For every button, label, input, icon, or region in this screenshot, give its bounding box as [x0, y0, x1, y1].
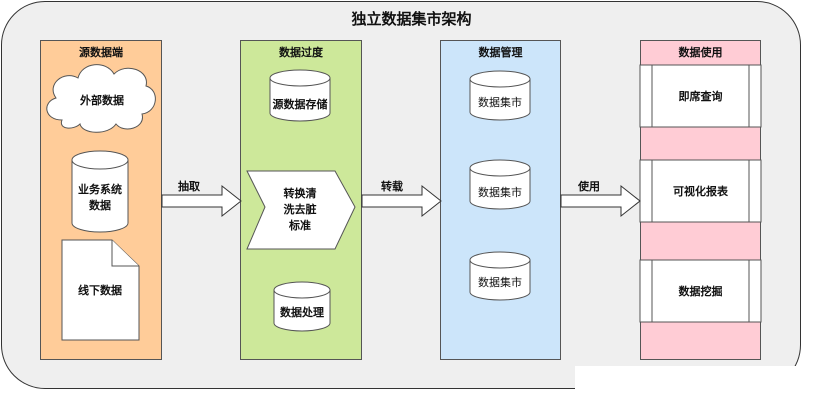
- arrow-use-label: 使用: [578, 180, 600, 193]
- arrow-use: [560, 184, 641, 218]
- usage-label-2: 可视化报表: [673, 185, 728, 198]
- usage-label-1: 即席查询: [678, 90, 723, 103]
- adhoc-query-box: [639, 64, 762, 128]
- column-source-header: 源数据端: [79, 46, 123, 59]
- arrow-load-label: 转载: [381, 180, 403, 193]
- datamart-shape-1: [469, 79, 531, 121]
- source-storage-label: 源数据存储: [272, 97, 328, 111]
- business-db-top: [71, 150, 129, 170]
- business-db-shape: [71, 160, 129, 233]
- business-data-label: 业务系统数据: [78, 183, 122, 212]
- arrow-extract: [161, 184, 242, 218]
- processing-db-shape: [273, 290, 331, 332]
- datamart-label-3: 数据集市: [478, 276, 522, 289]
- transform-label: 转换清洗去脏标准: [283, 187, 317, 232]
- usage-label-3: 数据挖掘: [678, 285, 723, 298]
- datamart-shape-3: [469, 260, 531, 301]
- datamart-label-1: 数据集市: [478, 96, 522, 109]
- cloud-shape: [46, 64, 156, 133]
- data-mining-box: [639, 259, 762, 323]
- source-storage-shape: [269, 78, 331, 122]
- transform-step-shape: [246, 170, 356, 250]
- arrow-extract-label: 抽取: [178, 180, 200, 193]
- bottom-right-blank: [575, 366, 823, 402]
- column-transition-header: 数据过度: [279, 46, 323, 59]
- visual-report-box: [639, 159, 762, 223]
- datamart-label-2: 数据集市: [478, 186, 522, 199]
- offline-data-label: 线下数据: [78, 284, 122, 297]
- diagram-title: 独立数据集市架构: [351, 10, 472, 28]
- datamart-shape-2: [469, 168, 531, 210]
- column-management-header: 数据管理: [478, 46, 523, 59]
- external-data-label: 外部数据: [80, 94, 124, 107]
- column-usage-header: 数据使用: [678, 46, 723, 59]
- arrow-load: [361, 184, 442, 218]
- data-processing-label: 数据处理: [280, 306, 324, 319]
